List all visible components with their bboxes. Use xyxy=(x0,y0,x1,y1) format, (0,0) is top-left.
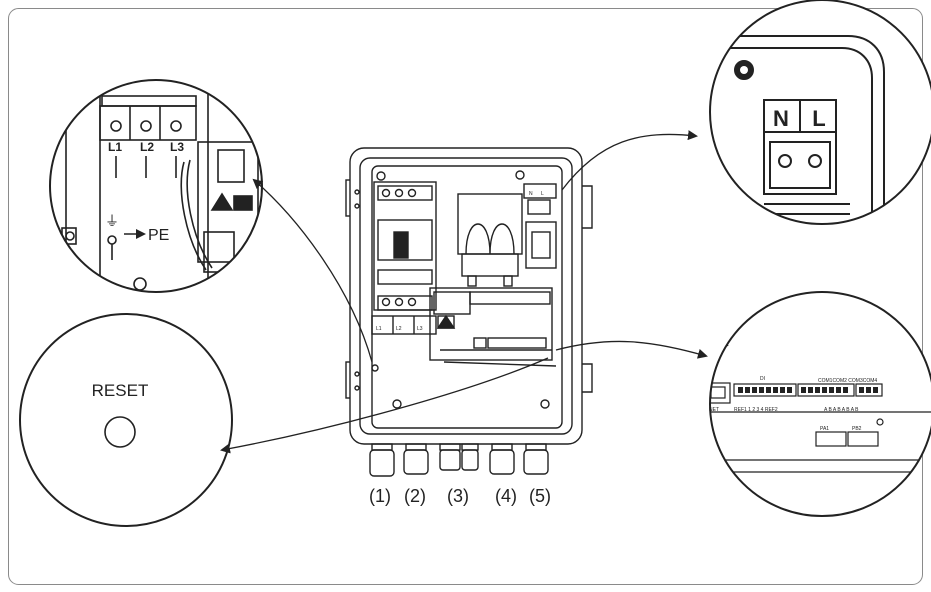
cable-gland-label: (1) xyxy=(369,486,391,506)
cable-gland-label: (5) xyxy=(529,486,551,506)
reset-button-icon xyxy=(104,416,136,448)
ground-symbol: ⏚ xyxy=(105,213,119,229)
enclosure-terminal-label: L3 xyxy=(417,326,423,332)
detail-comm-terminals: DI COM1COM2 COM3COM4 NET REF1 1 2 3 4 RE… xyxy=(709,291,931,517)
enclosure-terminal-label: L1 xyxy=(376,326,382,332)
reset-label: RESET xyxy=(92,381,149,400)
enclosure xyxy=(345,147,593,477)
live-label: L xyxy=(812,106,825,131)
callout-arrow-comm xyxy=(555,340,708,359)
port-label: PB2 xyxy=(852,426,862,432)
cable-gland-labels: (1) (2) (3) (4) (5) xyxy=(369,486,551,506)
callout-arrow-neutral-live xyxy=(561,130,698,191)
enclosure-terminal-label: L2 xyxy=(396,326,402,332)
detail-neutral-live: N L xyxy=(709,0,931,225)
neutral-label: N xyxy=(773,106,789,131)
callout-arrows xyxy=(220,130,708,454)
cable-gland-label: (3) xyxy=(447,486,469,506)
detail-reset: RESET xyxy=(19,313,233,527)
di-pins-label: REF1 1 2 3 4 REF2 xyxy=(734,407,778,413)
com-header-label: COM1COM2 COM3COM4 xyxy=(818,378,877,384)
detail-phase-label: L3 xyxy=(170,140,184,154)
com-pins-label: A B A B A B A B xyxy=(824,407,859,413)
detail-phase-label: L2 xyxy=(140,140,154,154)
pe-label: PE xyxy=(148,227,169,244)
enclosure-neutral-label: N xyxy=(529,191,533,197)
cable-gland-label: (2) xyxy=(404,486,426,506)
callout-arrow-terminals xyxy=(252,178,373,363)
callout-arrow-reset xyxy=(220,357,549,454)
net-label: NET xyxy=(709,407,719,413)
enclosure-live-label: L xyxy=(541,191,544,197)
cable-gland-label: (4) xyxy=(495,486,517,506)
detail-terminals-pe: L1 L2 L3 ⏚ PE xyxy=(49,79,263,293)
port-label: PA1 xyxy=(820,426,829,432)
di-label: DI xyxy=(760,376,765,382)
detail-phase-label: L1 xyxy=(108,140,122,154)
